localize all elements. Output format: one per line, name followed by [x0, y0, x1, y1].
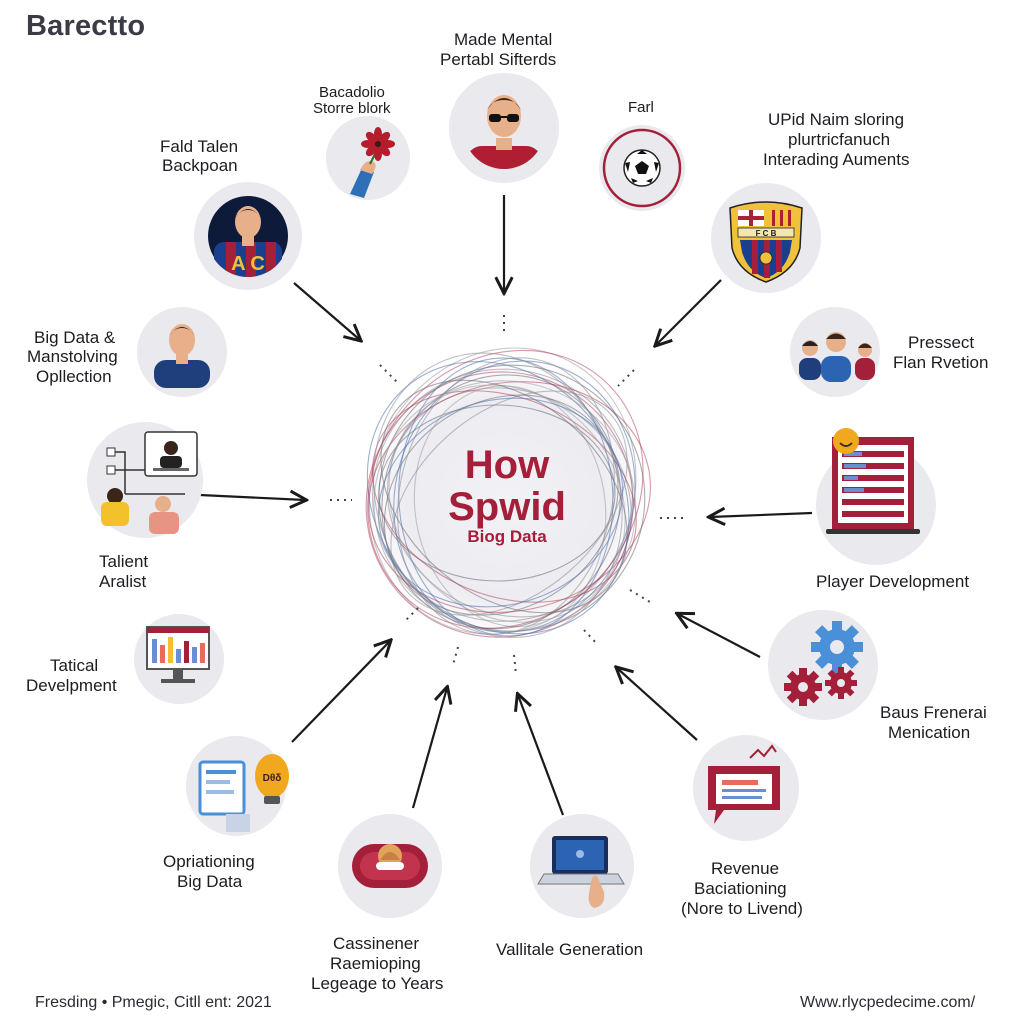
- arrow-revenue: [617, 668, 698, 741]
- label-farl: Farl: [628, 99, 654, 116]
- label-talent-line1: Talient: [99, 552, 149, 571]
- arrow-player: [710, 513, 813, 517]
- central-hub: How Spwid Biog Data: [365, 347, 651, 640]
- label-oprationing-line2: Big Data: [177, 872, 243, 891]
- label-cassinener-line1: Cassinener: [333, 934, 419, 953]
- footer-url: Www.rlycpedecime.com/: [800, 994, 976, 1011]
- svg-text:Dθδ: Dθδ: [263, 773, 282, 784]
- label-bacadolio-line2: Storre blork: [313, 100, 391, 117]
- label-bigdata-line2: Manstolving: [27, 347, 118, 366]
- label-bigdata-line1: Big Data &: [34, 328, 116, 347]
- soccer-ball-icon: [599, 125, 685, 211]
- node-icons: A C F C B: [87, 73, 936, 918]
- center-title-line2: Spwid: [448, 485, 566, 529]
- person-avatar-icon: [137, 307, 227, 397]
- label-upid-line1: UPid Naim sloring: [768, 110, 905, 129]
- web-ring: [367, 349, 644, 629]
- monitor-chart-icon: [134, 614, 224, 704]
- label-bigdata-line3: Opllection: [36, 367, 112, 386]
- web-ring: [373, 380, 637, 632]
- arrow-upid: [656, 279, 722, 345]
- label-pressect-line1: Pressect: [908, 333, 975, 352]
- page-title: Barectto: [26, 10, 146, 42]
- laptop-hand-icon: [530, 814, 634, 918]
- label-cassinener-line3: Legeage to Years: [311, 974, 444, 993]
- label-revenue-line3: (Nore to Livend): [681, 899, 803, 918]
- label-tactical-line2: Develpment: [26, 676, 117, 695]
- label-upid-line2: plurtricfanuch: [788, 130, 891, 149]
- web-ring: [371, 390, 637, 603]
- arrow-vallitale: [518, 695, 565, 816]
- connector-arrows: [199, 195, 813, 816]
- label-vallitale: Vallitale Generation: [496, 940, 644, 959]
- center-subtitle: Biog Data: [467, 527, 547, 546]
- network-diagram-icon: [87, 422, 203, 538]
- web-ring: [377, 397, 624, 608]
- label-baus-line2: Menication: [888, 723, 971, 742]
- label-tactical-line1: Tatical: [50, 656, 99, 675]
- web-ring: [371, 368, 633, 622]
- label-talent-line2: Aralist: [99, 572, 147, 591]
- label-pressect-line2: Flan Rvetion: [893, 353, 989, 372]
- arrow-baus: [678, 614, 761, 658]
- web-ring: [398, 357, 614, 637]
- gears-icon: [768, 610, 878, 720]
- label-cassinener-line2: Raemioping: [330, 954, 421, 973]
- label-top-line1: Made Mental: [454, 30, 553, 49]
- svg-text:A C: A C: [231, 253, 265, 275]
- tablet-idea-icon: Dθδ: [186, 736, 289, 836]
- label-oprationing-line1: Opriationing: [163, 852, 255, 871]
- label-upid-line3: Interading Auments: [763, 150, 910, 169]
- web-ring: [390, 390, 628, 616]
- person-sunglasses-icon: [449, 73, 559, 183]
- label-baus-line1: Baus Frenerai: [880, 703, 987, 722]
- svg-text:F C B: F C B: [756, 229, 777, 238]
- club-crest-icon: F C B: [711, 183, 821, 293]
- arrow-fald: [293, 282, 360, 340]
- label-fald-line1: Fald Talen: [160, 137, 239, 156]
- label-bacadolio-line1: Bacadolio: [319, 84, 385, 101]
- arrow-oprationing: [291, 641, 390, 743]
- label-fald-line2: Backpoan: [162, 156, 238, 175]
- label-revenue-line1: Revenue: [711, 859, 780, 878]
- flower-in-hand-icon: [326, 116, 410, 200]
- label-top-line2: Pertabl Sifterds: [440, 50, 557, 69]
- footer-credit: Fresding • Pmegic, Citll ent: 2021: [35, 994, 272, 1011]
- web-ring: [388, 384, 626, 623]
- dashboard-screen-icon: [816, 428, 936, 565]
- label-revenue-line2: Baciationing: [694, 879, 787, 898]
- web-ring: [368, 347, 637, 635]
- presentation-board-icon: [693, 735, 799, 841]
- arrow-cassinener: [411, 688, 447, 809]
- badge-hand-icon: [338, 814, 442, 918]
- network-web-graphic: [365, 347, 651, 638]
- web-ring: [380, 379, 628, 614]
- player-in-jersey-icon: A C: [194, 182, 302, 290]
- label-player: Player Development: [816, 572, 970, 591]
- web-ring: [378, 364, 646, 632]
- center-title-line1: How: [465, 443, 550, 487]
- group-of-people-icon: [790, 307, 880, 397]
- web-ring: [397, 357, 615, 635]
- web-ring: [372, 352, 623, 638]
- arrow-talent: [199, 495, 305, 500]
